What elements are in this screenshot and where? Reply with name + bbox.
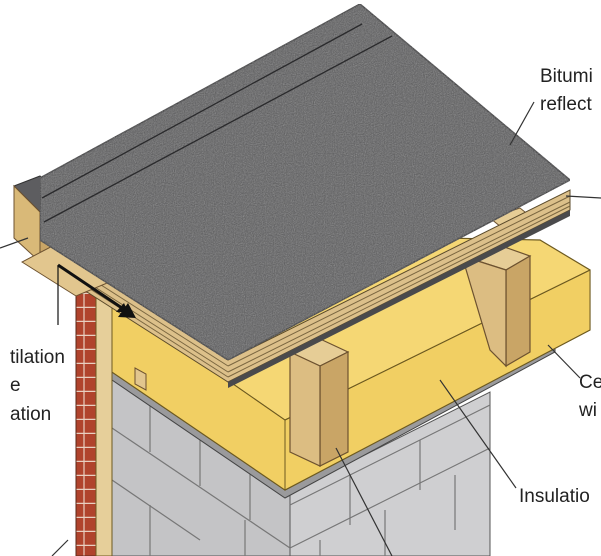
bitumen-membrane [39, 3, 572, 361]
label-ventilation-line1: tilation [10, 347, 65, 368]
label-ventilation-line3: ation [10, 404, 52, 425]
label-ceiling-line1: Ce [579, 372, 601, 393]
label-bitumen-line2: reflect [540, 94, 592, 115]
membrane-laps [41, 23, 393, 223]
leader-lines [0, 101, 601, 556]
timber-joist-front [288, 337, 350, 467]
block-wall [111, 374, 491, 556]
brick-wall [75, 279, 113, 556]
label-insulation: Insulatio [519, 486, 590, 507]
wall-plate [134, 367, 147, 391]
label-bitumen-line1: Bitumi [540, 66, 593, 87]
ventilation-arrow [57, 263, 136, 325]
label-ceiling-line2: wi [579, 400, 597, 421]
label-ventilation-line2: e [10, 375, 21, 396]
